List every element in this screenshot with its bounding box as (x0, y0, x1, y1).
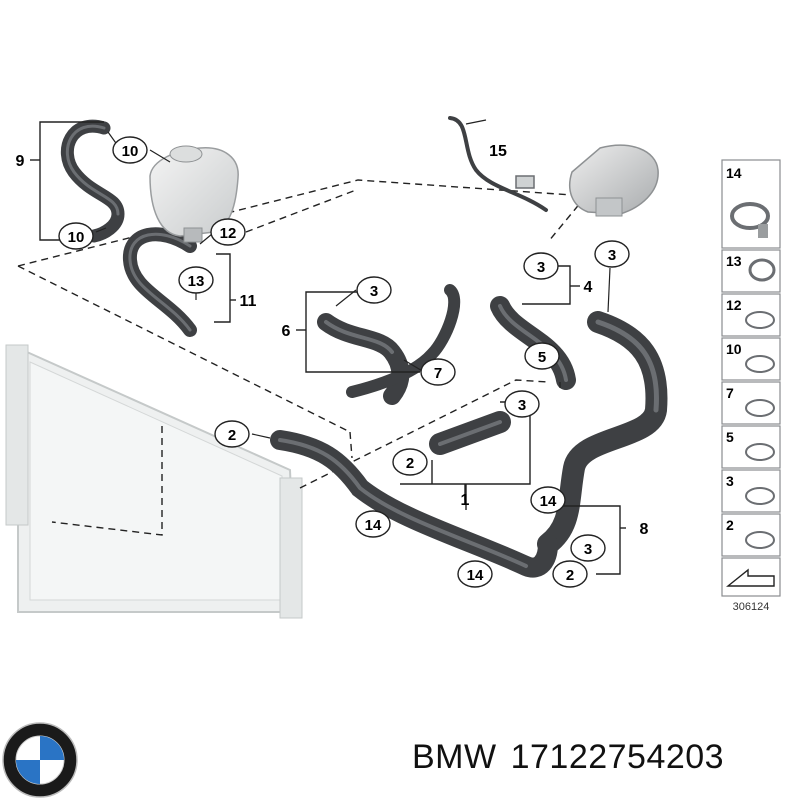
callout-label: 10 (68, 229, 85, 246)
hose-11 (123, 227, 197, 337)
callout-3d: 3 (504, 390, 540, 418)
callout-label: 5 (538, 349, 546, 366)
brackets (30, 121, 626, 575)
clamp-icon (745, 531, 775, 549)
callout-3b: 3 (523, 252, 559, 280)
legend-label: 14 (726, 165, 742, 181)
callout-14c: 14 (457, 560, 493, 588)
callout-5: 5 (524, 342, 560, 370)
sensor-cable (448, 116, 548, 212)
bracket-label-11: 11 (240, 293, 257, 310)
callout-label: 3 (608, 247, 616, 264)
bracket-label-4: 4 (584, 279, 593, 296)
hose-9 (60, 119, 125, 243)
callout-10a: 10 (112, 136, 148, 164)
callout-label: 2 (566, 567, 574, 584)
hose-6 (317, 284, 461, 405)
callout-3a: 3 (356, 276, 392, 304)
clamp-icon (745, 487, 775, 505)
callout-label: 3 (537, 259, 545, 276)
hose-1 (429, 411, 511, 455)
parts-legend: 14 13 12 10 7 5 3 2 306124 (721, 159, 781, 613)
clamp-icon (745, 355, 775, 373)
clamp-icon (748, 258, 776, 282)
callout-14b: 14 (355, 510, 391, 538)
callout-2a: 2 (214, 420, 250, 448)
brand-name: BMW (412, 738, 497, 776)
callout-10b: 10 (58, 222, 94, 250)
hose-14 (270, 430, 558, 578)
callout-7: 7 (420, 358, 456, 386)
callout-12: 12 (210, 218, 246, 246)
bracket-label-6: 6 (282, 323, 291, 340)
legend-cell-7 (721, 381, 781, 425)
arrow-icon (726, 568, 775, 587)
legend-label: 7 (726, 385, 734, 401)
bmw-logo (2, 722, 78, 798)
pump-housing (568, 144, 659, 217)
dash-outline (17, 179, 587, 536)
callout-label: 3 (584, 541, 592, 558)
part-number: 17122754203 (510, 738, 725, 776)
diagram-code: 306124 (733, 601, 770, 613)
part-caption: BMW 17122754203 (412, 738, 738, 777)
callout-3c: 3 (594, 240, 630, 268)
clamp-icon (730, 202, 770, 230)
clamp-icon (745, 311, 775, 329)
clamp-icon (745, 443, 775, 461)
legend-label: 5 (726, 429, 734, 445)
expansion-tank (149, 145, 239, 243)
callout-label: 2 (228, 427, 236, 444)
clamp-screw-icon (758, 224, 768, 238)
callout-2c: 2 (552, 560, 588, 588)
callout-label: 7 (434, 365, 442, 382)
clamp-icon (745, 399, 775, 417)
hose-5 (490, 296, 576, 390)
callout-14a: 14 (530, 486, 566, 514)
callout-label: 10 (122, 143, 139, 160)
legend-label: 12 (726, 297, 742, 313)
callout-label: 2 (406, 455, 414, 472)
callout-2b: 2 (392, 448, 428, 476)
legend-label: 10 (726, 341, 742, 357)
callout-13: 13 (178, 266, 214, 294)
callout-label: 14 (365, 517, 382, 534)
callout-label: 14 (540, 493, 557, 510)
legend-label: 2 (726, 517, 734, 533)
radiator (5, 344, 303, 619)
callout-label: 12 (220, 225, 237, 242)
bracket-label-1: 1 (461, 492, 470, 509)
callout-label: 3 (518, 397, 526, 414)
bracket-label-15: 15 (489, 143, 507, 160)
bracket-label-8: 8 (640, 521, 649, 538)
callout-label: 3 (370, 283, 378, 300)
callout-label: 13 (188, 273, 205, 290)
callout-3e: 3 (570, 534, 606, 562)
legend-label: 3 (726, 473, 734, 489)
legend-cell-12 (721, 293, 781, 337)
bracket-label-9: 9 (16, 153, 25, 170)
legend-label: 13 (726, 253, 742, 269)
callout-label: 14 (467, 567, 484, 584)
